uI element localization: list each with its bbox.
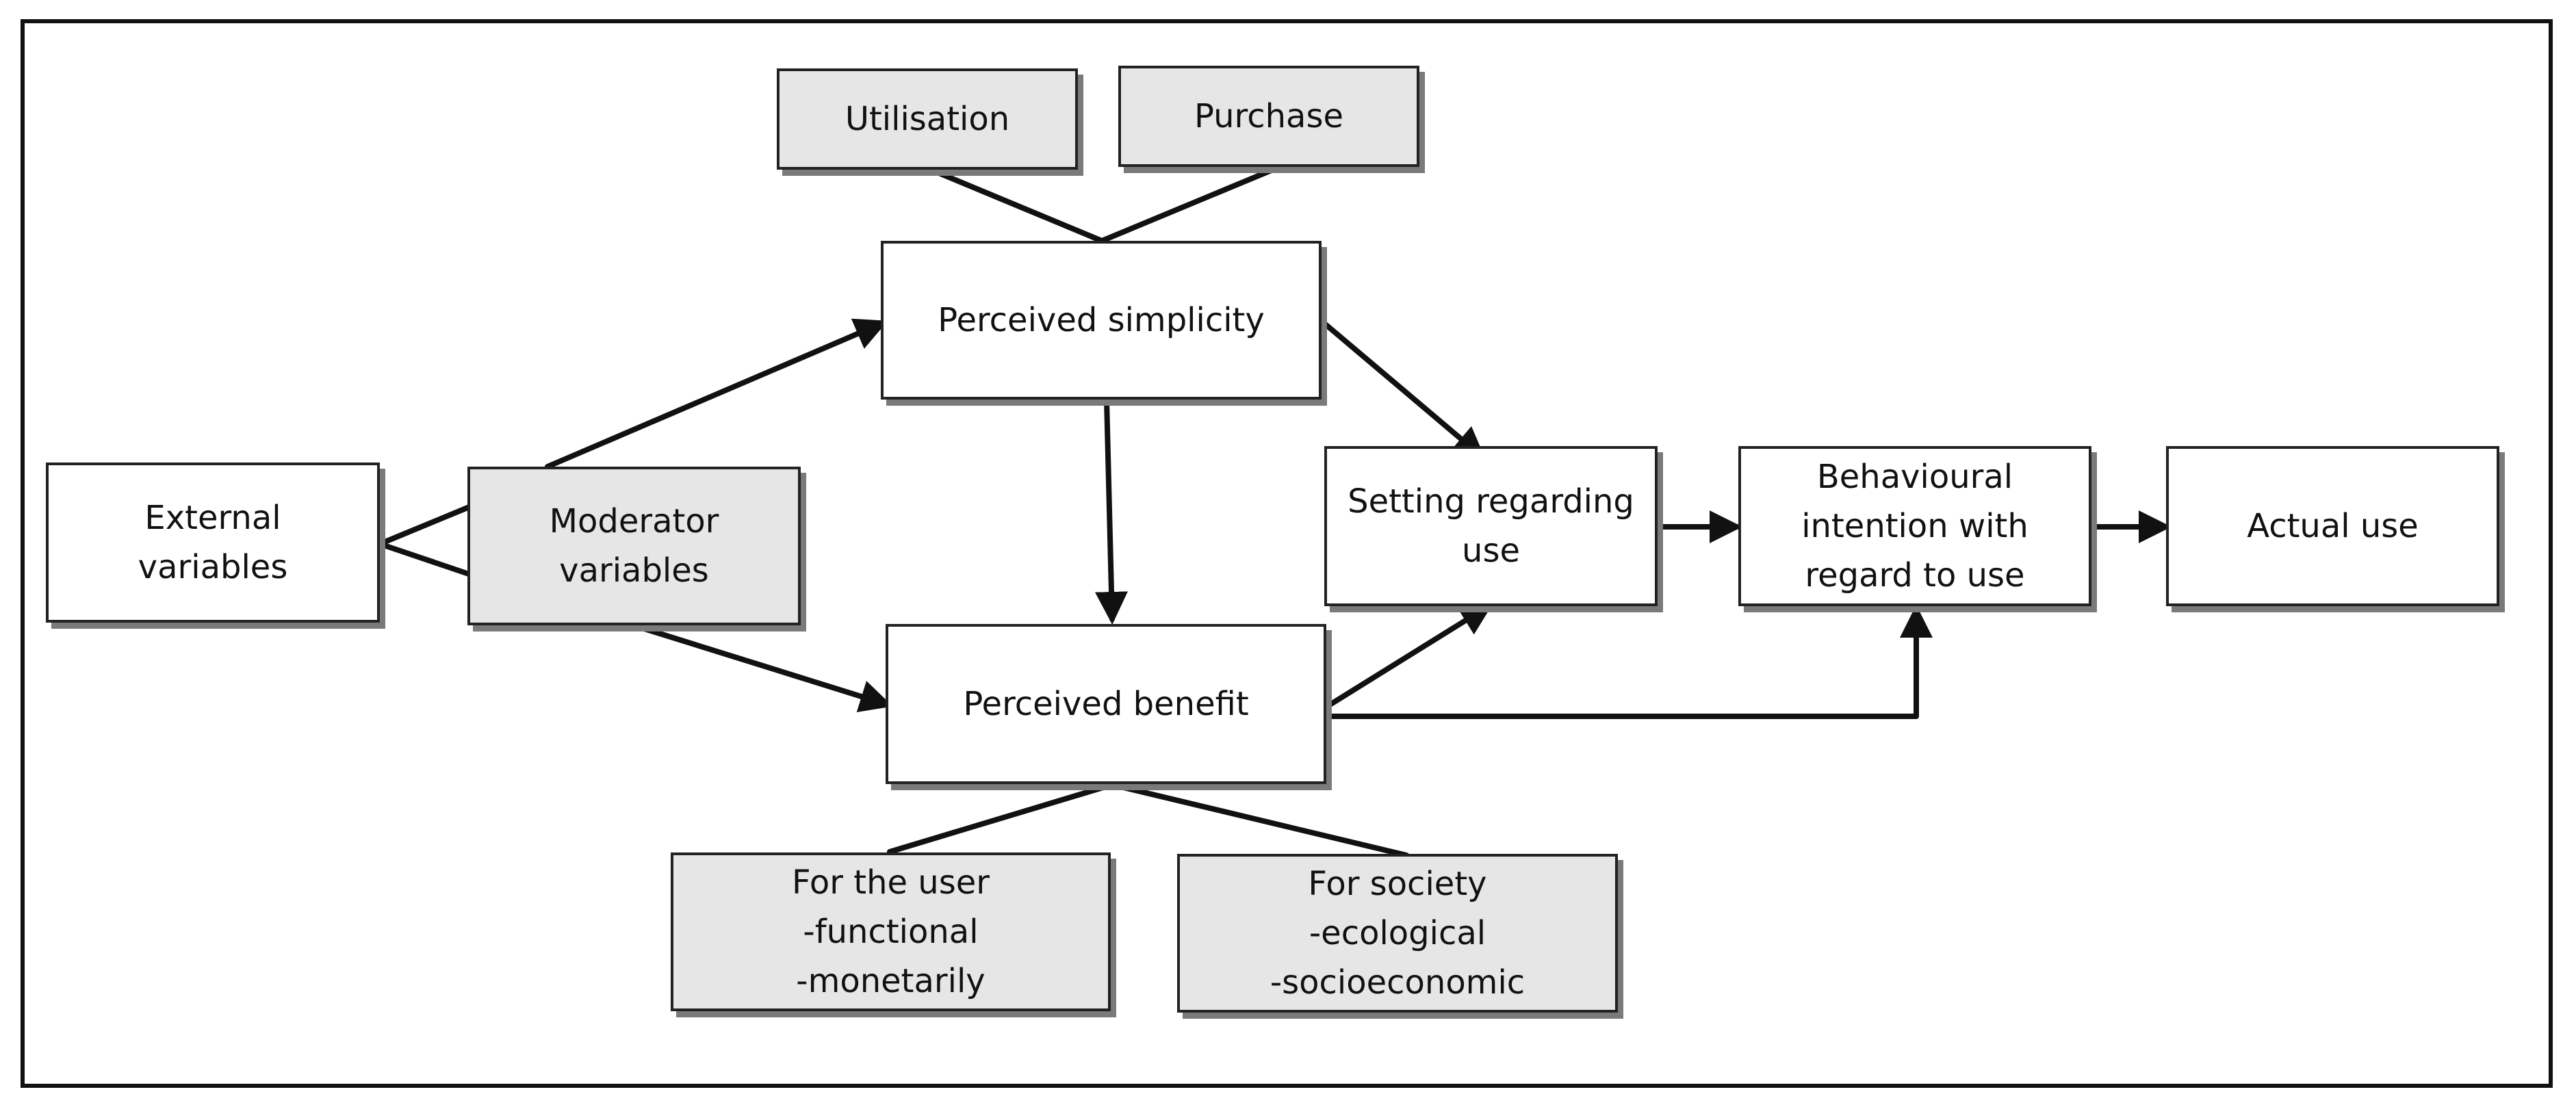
behavioural-intention-label: Behavioural intention with regard to use xyxy=(1801,458,2028,595)
behavioural-intention-node: Behavioural intention with regard to use xyxy=(1738,446,2091,606)
line-utilisation-to-simplicity xyxy=(928,167,1105,244)
for-society-node: For society -ecological -socioeconomic xyxy=(1177,854,1618,1013)
line-purchase-to-simplicity xyxy=(1099,167,1276,244)
arrow-moderator-to-benefit xyxy=(637,625,893,712)
purchase-node: Purchase xyxy=(1118,66,1419,167)
actual-use-node: Actual use xyxy=(2166,446,2499,606)
arrow-simplicity-to-setting xyxy=(1319,319,1486,460)
for-the-user-label: For the user -functional -monetarily xyxy=(792,863,990,1000)
line-benefit-to-society xyxy=(1109,782,1409,858)
for-the-user-node: For the user -functional -monetarily xyxy=(671,852,1111,1011)
line-external-to-moderator-lower xyxy=(377,541,474,577)
arrow-benefit-to-setting xyxy=(1325,603,1493,709)
perceived-simplicity-label: Perceived simplicity xyxy=(938,301,1265,339)
perceived-benefit-label: Perceived benefit xyxy=(963,685,1249,723)
moderator-variables-node: Moderator variables xyxy=(467,467,801,625)
setting-regarding-use-label: Setting regarding use xyxy=(1348,482,1634,570)
arrow-simplicity-to-benefit xyxy=(1095,398,1128,625)
perceived-simplicity-node: Perceived simplicity xyxy=(881,241,1322,400)
line-external-to-moderator-upper xyxy=(377,504,474,547)
utilisation-label: Utilisation xyxy=(845,100,1010,138)
actual-use-label: Actual use xyxy=(2247,507,2419,545)
perceived-benefit-node: Perceived benefit xyxy=(886,624,1326,784)
for-society-label: For society -ecological -socioeconomic xyxy=(1270,865,1525,1002)
arrow-moderator-to-simplicity xyxy=(545,318,888,469)
external-variables-node: External variables xyxy=(46,463,380,623)
purchase-label: Purchase xyxy=(1194,97,1343,135)
external-variables-label: External variables xyxy=(138,499,288,586)
utilisation-node: Utilisation xyxy=(777,68,1078,170)
line-benefit-to-user xyxy=(887,782,1115,855)
setting-regarding-use-node: Setting regarding use xyxy=(1324,446,1658,606)
arrow-benefit-to-intention xyxy=(1325,605,1933,719)
diagram-frame xyxy=(21,19,2553,1088)
moderator-variables-label: Moderator variables xyxy=(549,502,719,590)
